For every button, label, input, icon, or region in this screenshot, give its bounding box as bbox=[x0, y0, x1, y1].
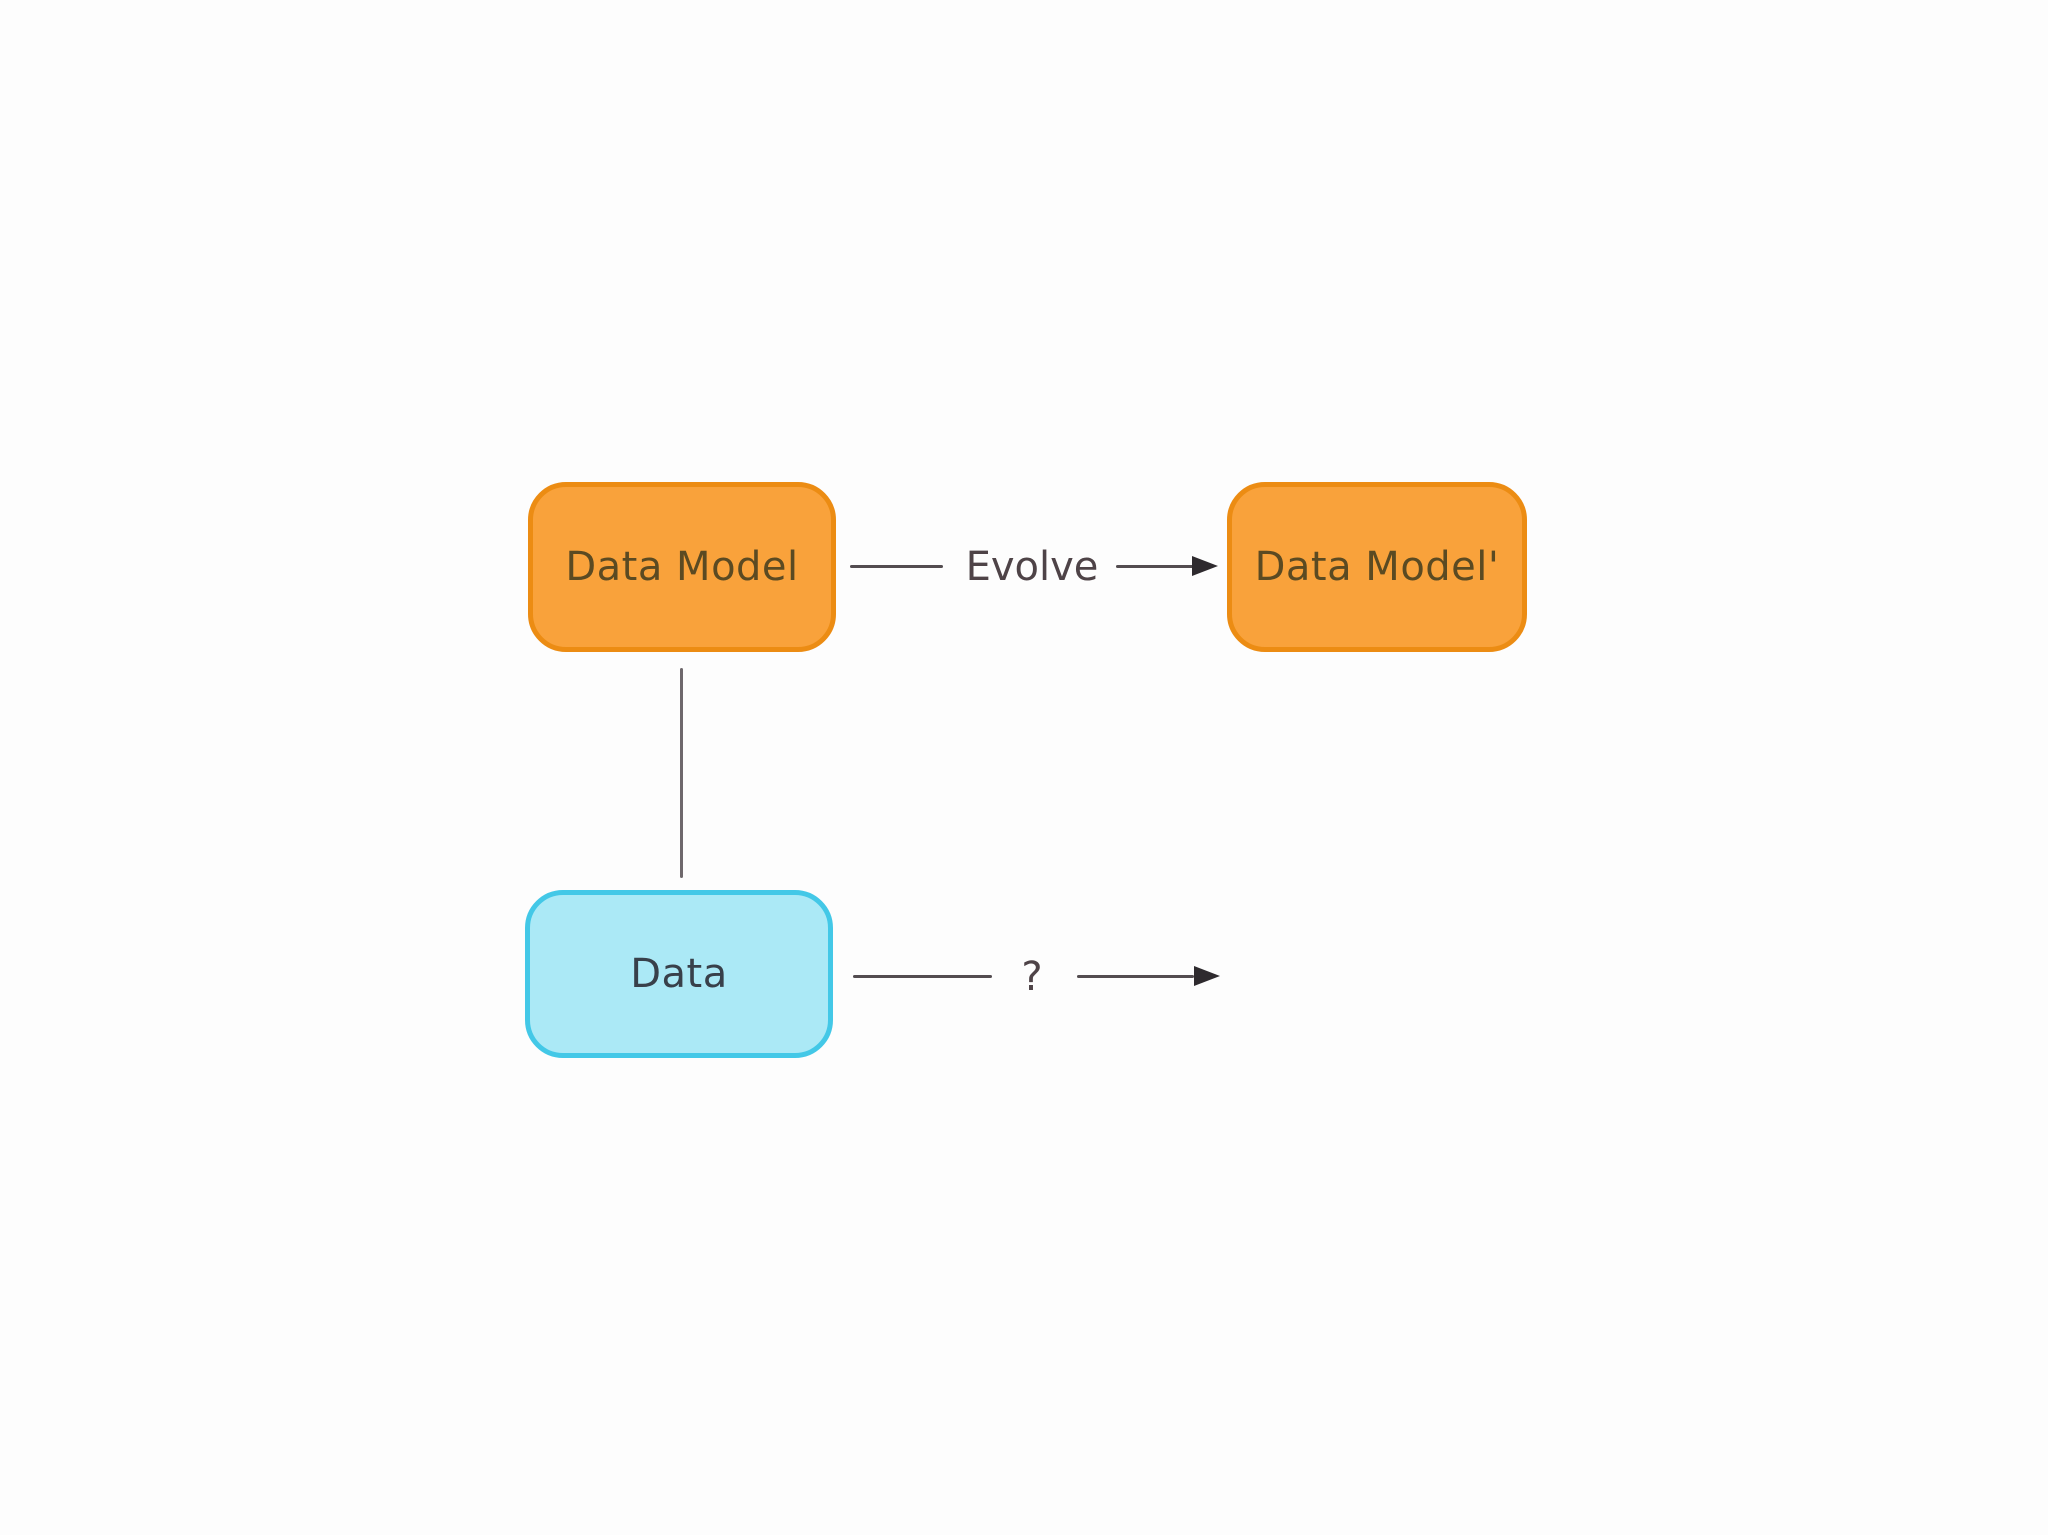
node-data-label: Data bbox=[630, 951, 728, 997]
node-data-model-prime-label: Data Model' bbox=[1254, 544, 1500, 590]
question-edge-line-right bbox=[1077, 975, 1194, 978]
model-data-connector-line bbox=[680, 668, 683, 878]
evolve-edge-label: Evolve bbox=[965, 544, 1099, 590]
node-data-model: Data Model bbox=[528, 482, 836, 652]
evolve-edge-line-left bbox=[850, 565, 943, 568]
question-edge-label: ? bbox=[1021, 954, 1043, 1000]
node-data-model-prime: Data Model' bbox=[1227, 482, 1527, 652]
question-edge-line-left bbox=[853, 975, 992, 978]
arrowhead-right-icon bbox=[1192, 556, 1218, 576]
evolve-edge-line-right bbox=[1116, 565, 1194, 568]
node-data: Data bbox=[525, 890, 833, 1058]
arrowhead-right-icon bbox=[1194, 966, 1220, 986]
node-data-model-label: Data Model bbox=[565, 544, 799, 590]
